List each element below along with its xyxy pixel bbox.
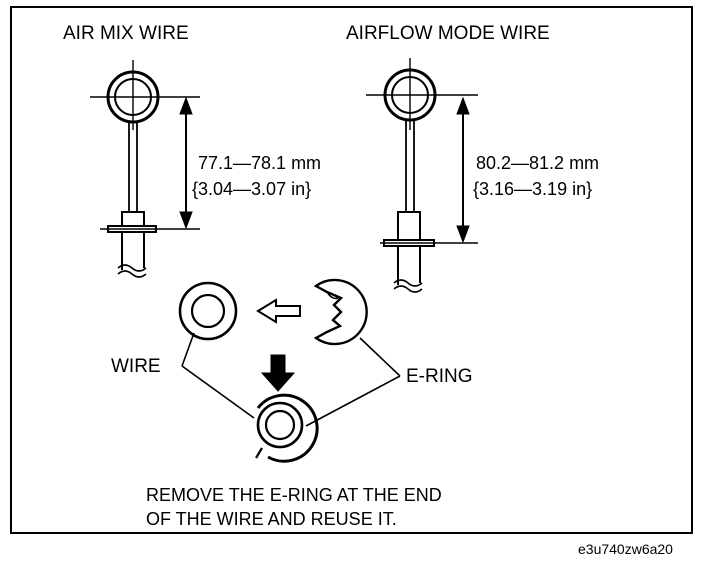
wire-callout-label: WIRE (111, 356, 161, 377)
airflow-mode-wire-drawing (366, 58, 478, 293)
e-ring-callout-label: E-RING (406, 366, 473, 387)
instruction-line-2: OF THE WIRE AND REUSE IT. (146, 509, 397, 529)
figure-frame (10, 6, 693, 534)
leader-lines (181, 332, 401, 427)
assembled-e-ring (255, 393, 319, 463)
wire-end-ring (178, 281, 238, 341)
airflow-length-mm: 80.2—81.2 mm (476, 153, 600, 173)
air-mix-length-in: {3.04—3.07 in} (192, 179, 312, 199)
airflow-length-in: {3.16—3.19 in} (473, 179, 593, 199)
instruction-line-1: REMOVE THE E-RING AT THE END (146, 485, 442, 505)
figure-code: e3u740zw6a20 (578, 541, 673, 557)
solid-arrow-down (260, 354, 296, 392)
air-mix-wire-drawing (90, 60, 200, 278)
e-ring-shape (313, 278, 368, 346)
air-mix-wire-title: AIR MIX WIRE (63, 23, 189, 44)
airflow-dimension-arrow (456, 96, 470, 244)
air-mix-dimension-arrow (179, 96, 193, 230)
airflow-mode-wire-title: AIRFLOW MODE WIRE (346, 23, 550, 44)
air-mix-length-mm: 77.1—78.1 mm (198, 153, 322, 173)
hollow-arrow-left (256, 298, 301, 324)
